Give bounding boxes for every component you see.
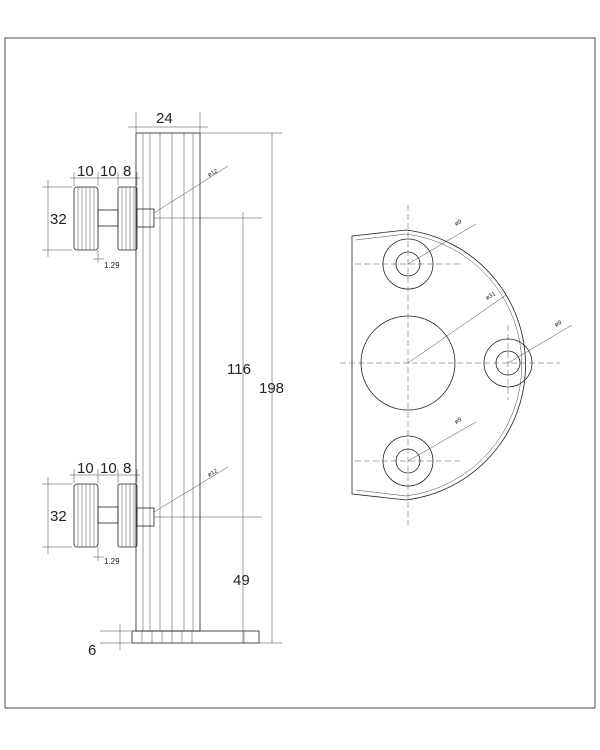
tube-width-label: 24	[156, 110, 173, 127]
dimension-lines	[42, 112, 282, 650]
drawing-frame	[4, 37, 596, 709]
center-bore-circle	[360, 315, 456, 411]
upper-knob	[73, 186, 262, 251]
lower-knob-height-label: 32	[50, 508, 67, 525]
upper-knob-width-2: 10	[100, 163, 117, 180]
lower-knob-width-1: 10	[77, 460, 94, 477]
upper-hole-label: ø12	[207, 168, 220, 179]
tube	[135, 132, 201, 632]
bottom-hole-label: ø9	[454, 417, 464, 426]
top-hole-circle	[382, 238, 434, 290]
upper-knob-width-3: 8	[123, 163, 131, 180]
base-plate	[131, 630, 260, 644]
upper-offset-label: 1.29	[104, 261, 120, 270]
lower-knob	[73, 483, 262, 548]
upper-knob-width-1: 10	[77, 163, 94, 180]
upper-knob-height-label: 32	[50, 211, 67, 228]
right-hole-label: ø9	[554, 320, 564, 329]
top-view	[340, 205, 573, 525]
lower-knob-width-2: 10	[100, 460, 117, 477]
top-hole-label: ø9	[454, 219, 464, 228]
right-hole-circle	[483, 338, 533, 388]
lower-knob-width-3: 8	[123, 460, 131, 477]
spacing-label: 116	[227, 361, 251, 378]
total-height-label: 198	[259, 380, 284, 397]
center-bore-label: ø31	[485, 291, 498, 302]
base-thickness-label: 6	[88, 642, 96, 659]
bottom-height-label: 49	[233, 572, 250, 589]
lower-hole-label: ø12	[207, 468, 220, 479]
bottom-hole-circle	[382, 435, 434, 487]
lower-offset-label: 1.29	[104, 557, 120, 566]
